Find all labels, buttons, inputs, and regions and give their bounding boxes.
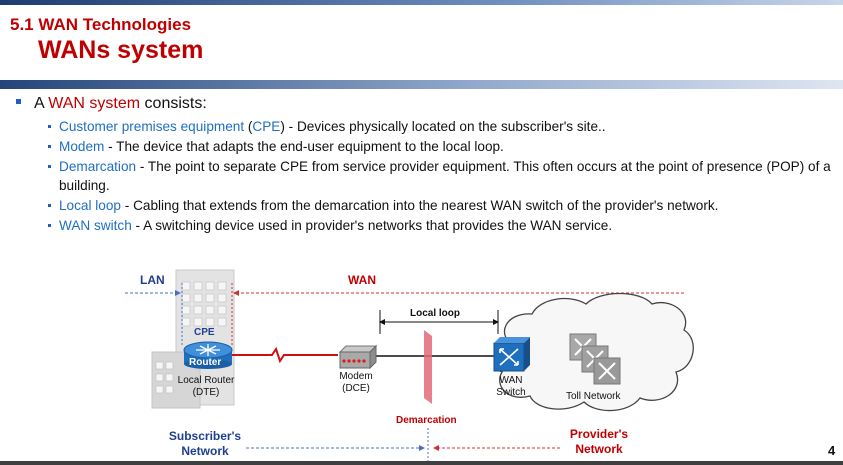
demarcation-label: Demarcation [396,415,457,426]
item-text: - The device that adapts the end-user eq… [104,139,504,154]
item-text: - Cabling that extends from the demarcat… [120,198,719,213]
subscriber-line1: Subscriber's [168,429,242,443]
wan-switch-line1: WAN [499,375,523,386]
term-demarcation: Demarcation [59,159,137,174]
bottom-bar [0,461,843,465]
provider-line2: Network [575,442,623,456]
slide-title: WANs system [38,36,204,64]
top-banner [0,0,843,5]
list-item: Customer premises equipment (CPE) - Devi… [46,117,836,136]
list-item: Modem - The device that adapts the end-u… [46,137,836,156]
local-router-label: Local Router(DTE) [174,375,238,399]
main-bullet: A WAN system consists: [16,95,207,113]
modem-line1: Modem [339,371,373,382]
cpe-label: CPE [194,327,215,339]
component-list: Customer premises equipment (CPE) - Devi… [46,117,836,236]
list-item: Demarcation - The point to separate CPE … [46,157,836,195]
item-text: ) - Devices physically located on the su… [280,119,606,134]
local-loop-label: Local loop [410,308,460,319]
term-local-loop: Local loop [59,198,121,213]
list-item: WAN switch - A switching device used in … [46,216,836,235]
main-bullet-highlight: WAN system [48,95,141,112]
wan-label: WAN [348,273,376,287]
serial-cable-router-modem [232,346,338,364]
lan-label: LAN [140,273,165,287]
router-icon [183,341,233,369]
main-bullet-prefix: A [34,95,49,112]
modem-label: Modem(DCE) [332,371,380,395]
term-wan-switch: WAN switch [59,218,132,233]
subscriber-line2: Network [181,444,229,458]
provider-line1: Provider's [569,427,629,441]
item-text: - A switching device used in provider's … [131,218,613,233]
modem-icon [338,344,378,370]
section-heading: 5.1 WAN Technologies [10,15,192,34]
list-item: Local loop - Cabling that extends from t… [46,196,836,215]
modem-line2: (DCE) [342,383,370,394]
wan-switch-line2: Switch [496,387,526,398]
item-text: ( [244,119,253,134]
title-divider [0,80,843,89]
local-router-line1: Local Router [177,375,235,386]
demarcation-plane [424,330,432,404]
toll-switch-icon [569,333,621,385]
item-text: - The point to separate CPE from service… [59,159,831,193]
local-router-line2: (DTE) [192,387,220,398]
wan-switch-icon [493,337,530,372]
main-bullet-suffix: consists: [140,95,207,112]
toll-network-label: Toll Network [566,391,621,402]
bullet-square-icon [16,99,21,105]
term-modem: Modem [59,139,105,154]
page-number: 4 [828,443,836,458]
term-cpe: Customer premises equipment [59,119,245,134]
term-abbr: CPE [252,119,281,134]
router-label: Router [189,357,222,368]
